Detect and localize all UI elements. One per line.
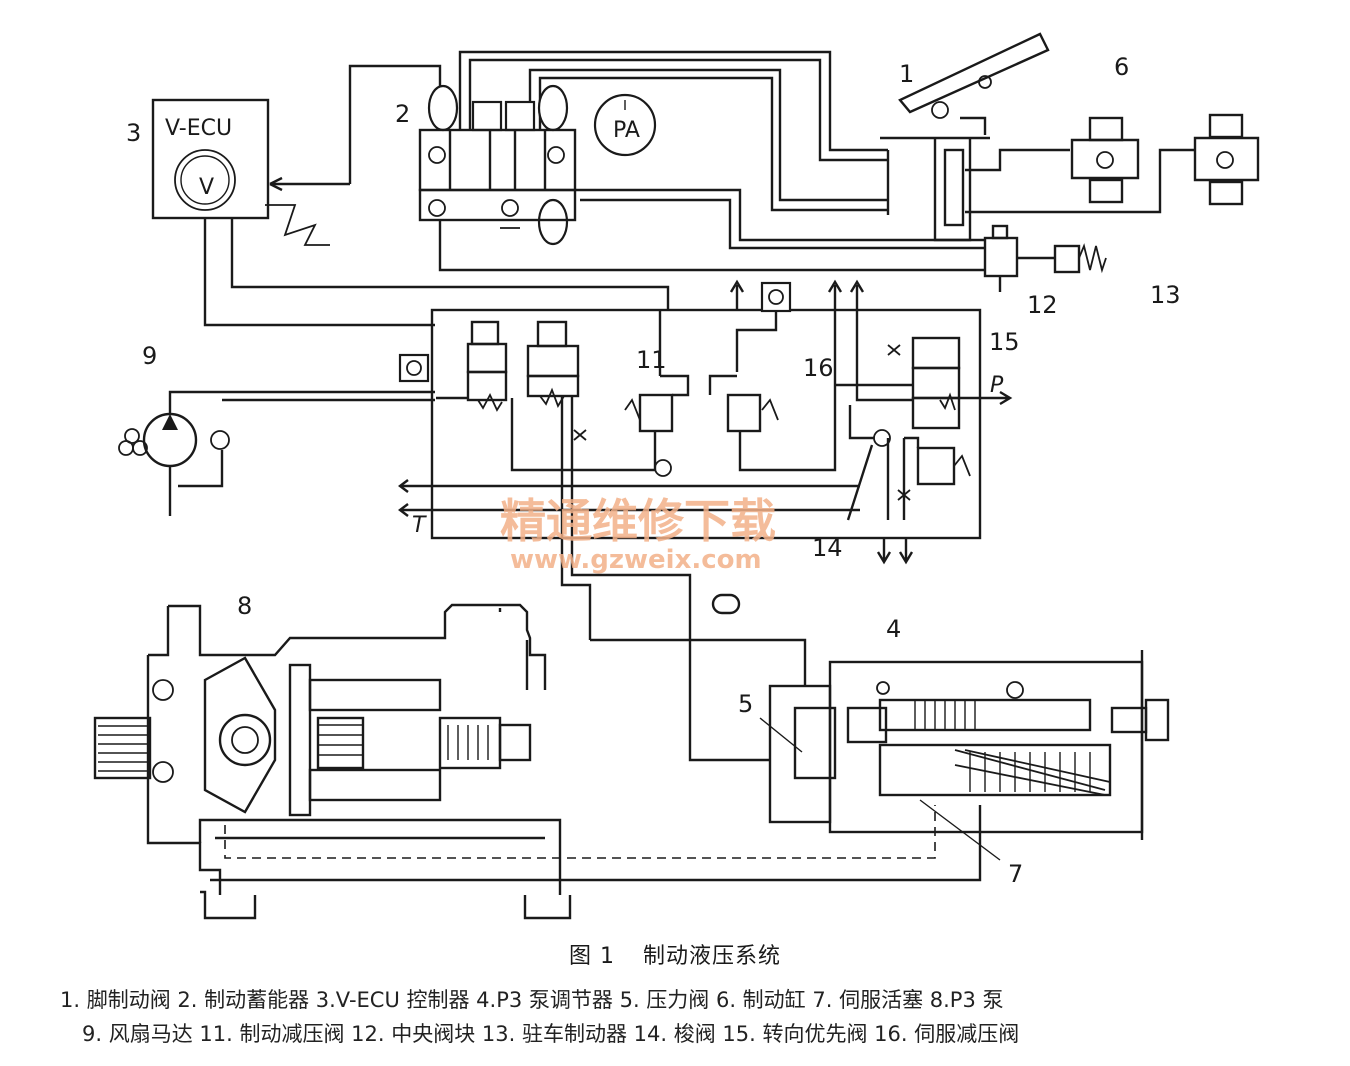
central-valve-block [983, 224, 1107, 292]
watermark: 精通维修下载 www.gzweix.com [500, 494, 776, 575]
brake-accumulator [418, 84, 577, 246]
label-16: 16 [803, 354, 834, 382]
label-13: 13 [1150, 281, 1181, 309]
ecu-gauge-label: V [199, 175, 214, 200]
label-3: 3 [126, 119, 141, 147]
v-ecu-controller: V-ECU V [151, 98, 670, 327]
label-11: 11 [636, 346, 667, 374]
label-8: 8 [237, 592, 252, 620]
leader-7 [919, 799, 1001, 861]
legend-line-1: 1. 脚制动阀 2. 制动蓄能器 3.V-ECU 控制器 4.P3 泵调节器 5… [60, 988, 1004, 1012]
label-1: 1 [899, 60, 914, 88]
label-2: 2 [395, 100, 410, 128]
servo-line [224, 805, 936, 859]
label-14: 14 [812, 534, 843, 562]
label-4: 4 [886, 615, 901, 643]
figure-number: 图 1 [568, 944, 615, 969]
label-15: 15 [989, 328, 1020, 356]
ecu-label: V-ECU [165, 116, 232, 141]
brake-cylinders [1070, 113, 1260, 206]
component-labels: 1 2 3 4 5 6 7 8 9 11 12 13 14 15 16 P T [126, 53, 1181, 888]
p3-pump-regulator [498, 593, 1170, 840]
main-valve-block [398, 279, 1013, 762]
p3-pump [93, 603, 572, 920]
pump-return-line [210, 805, 982, 882]
port-t-label: T [412, 513, 427, 538]
pressure-gauge: PA [593, 93, 657, 157]
label-12: 12 [1027, 291, 1058, 319]
port-p-label: P [990, 373, 1004, 398]
label-5: 5 [738, 690, 753, 718]
label-6: 6 [1114, 53, 1129, 81]
label-9: 9 [142, 342, 157, 370]
leader-5 [759, 717, 803, 753]
watermark-url: www.gzweix.com [510, 545, 762, 575]
figure-caption: 图 1 制动液压系统 [0, 938, 1350, 970]
foot-brake-valve [880, 32, 1195, 242]
watermark-cn: 精通维修下载 [500, 494, 776, 548]
figure-title: 制动液压系统 [642, 944, 781, 969]
fan-motor [118, 390, 435, 516]
hydraulic-brake-system-diagram: PA V-ECU V [93, 32, 1260, 920]
top-piping [269, 50, 985, 272]
legend-line-2: 9. 风扇马达 11. 制动减压阀 12. 中央阀块 13. 驻车制动器 14.… [82, 1022, 1020, 1046]
gauge-label: PA [613, 118, 640, 143]
label-7: 7 [1008, 860, 1023, 888]
